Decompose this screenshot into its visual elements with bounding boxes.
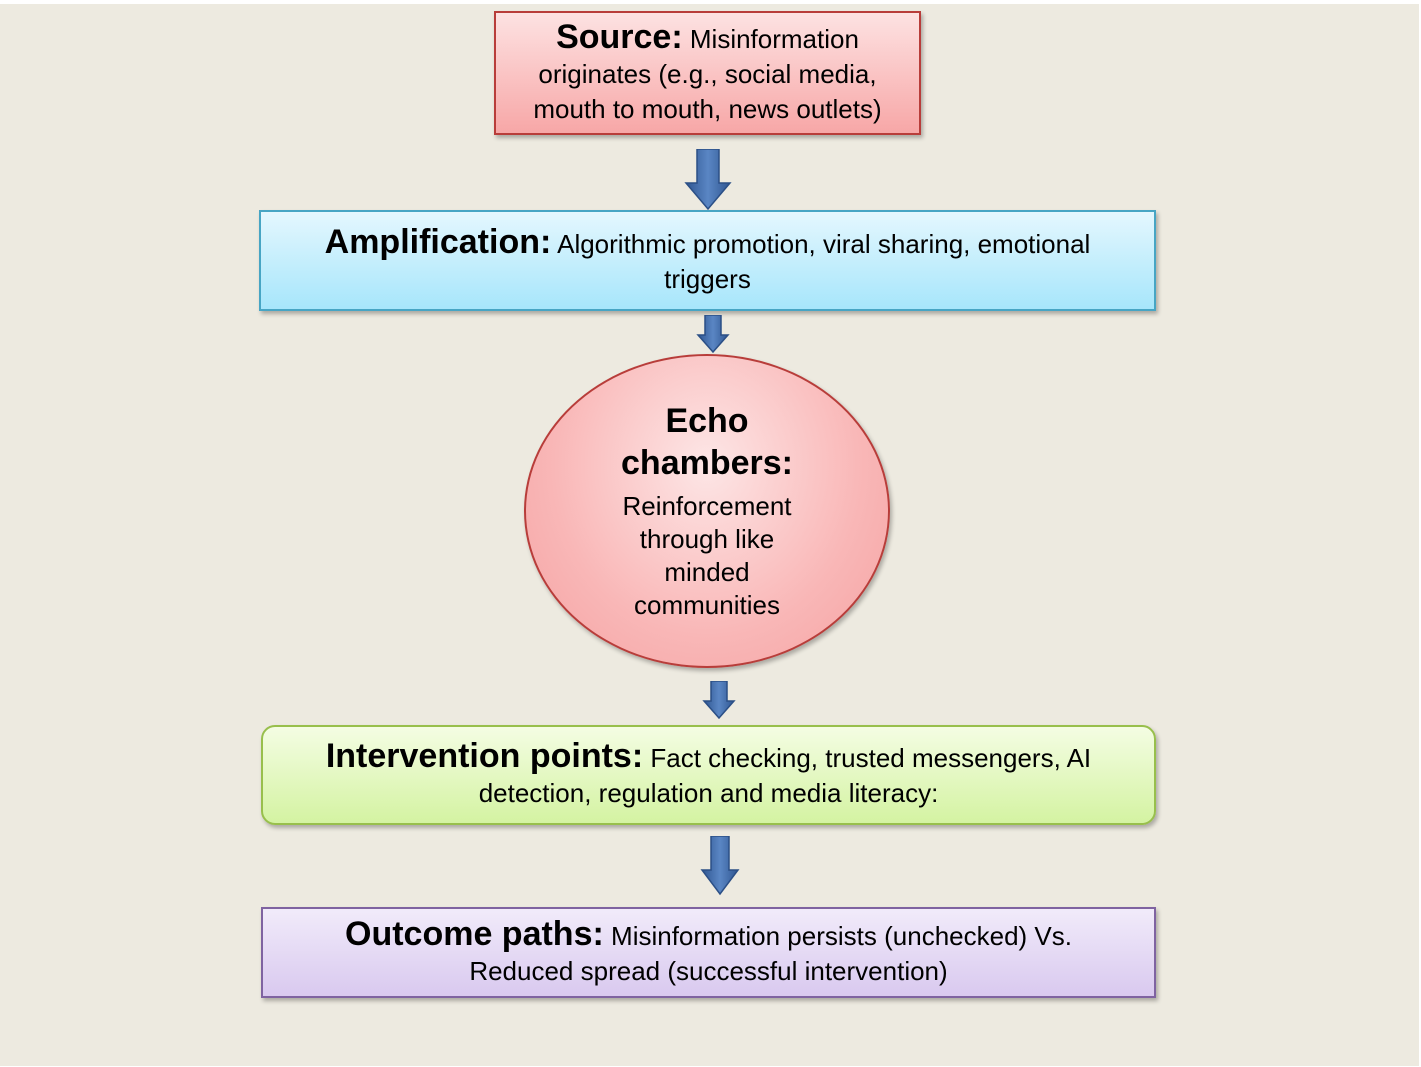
amplification-box: Amplification: Algorithmic promotion, vi…	[259, 210, 1156, 311]
intervention-points-text: Fact checking, trusted messengers, AI de…	[478, 743, 1092, 808]
amplification-content: Amplification: Algorithmic promotion, vi…	[291, 222, 1124, 297]
source-box: Source: Misinformation originates (e.g.,…	[494, 11, 921, 135]
outcome-paths-box: Outcome paths: Misinformation persists (…	[261, 907, 1156, 998]
outcome-paths-text: Misinformation persists (unchecked) Vs. …	[469, 920, 1072, 986]
outcome-paths-content: Outcome paths: Misinformation persists (…	[293, 914, 1124, 989]
intervention-points-box: Intervention points: Fact checking, trus…	[261, 725, 1156, 825]
outcome-paths-heading: Outcome paths:	[345, 914, 604, 953]
down-arrow-icon	[702, 681, 736, 719]
diagram-canvas: Source: Misinformation originates (e.g.,…	[0, 4, 1419, 1066]
down-arrow-icon	[684, 149, 732, 211]
intervention-points-heading: Intervention points:	[325, 737, 644, 775]
echo-chambers-heading: Echo chambers:	[621, 402, 793, 482]
echo-chambers-text: Reinforcement through like minded commun…	[622, 491, 792, 620]
amplification-heading: Amplification:	[324, 222, 552, 261]
intervention-points-content: Intervention points: Fact checking, trus…	[293, 739, 1124, 811]
echo-chambers-ellipse: Echo chambers: Reinforcement through lik…	[524, 354, 890, 668]
down-arrow-icon	[696, 315, 730, 353]
source-text: Misinformation originates (e.g., social …	[533, 23, 882, 124]
source-heading: Source:	[556, 17, 683, 56]
amplification-text: Algorithmic promotion, viral sharing, em…	[551, 228, 1091, 294]
down-arrow-icon	[700, 836, 740, 896]
source-content: Source: Misinformation originates (e.g.,…	[512, 17, 903, 127]
